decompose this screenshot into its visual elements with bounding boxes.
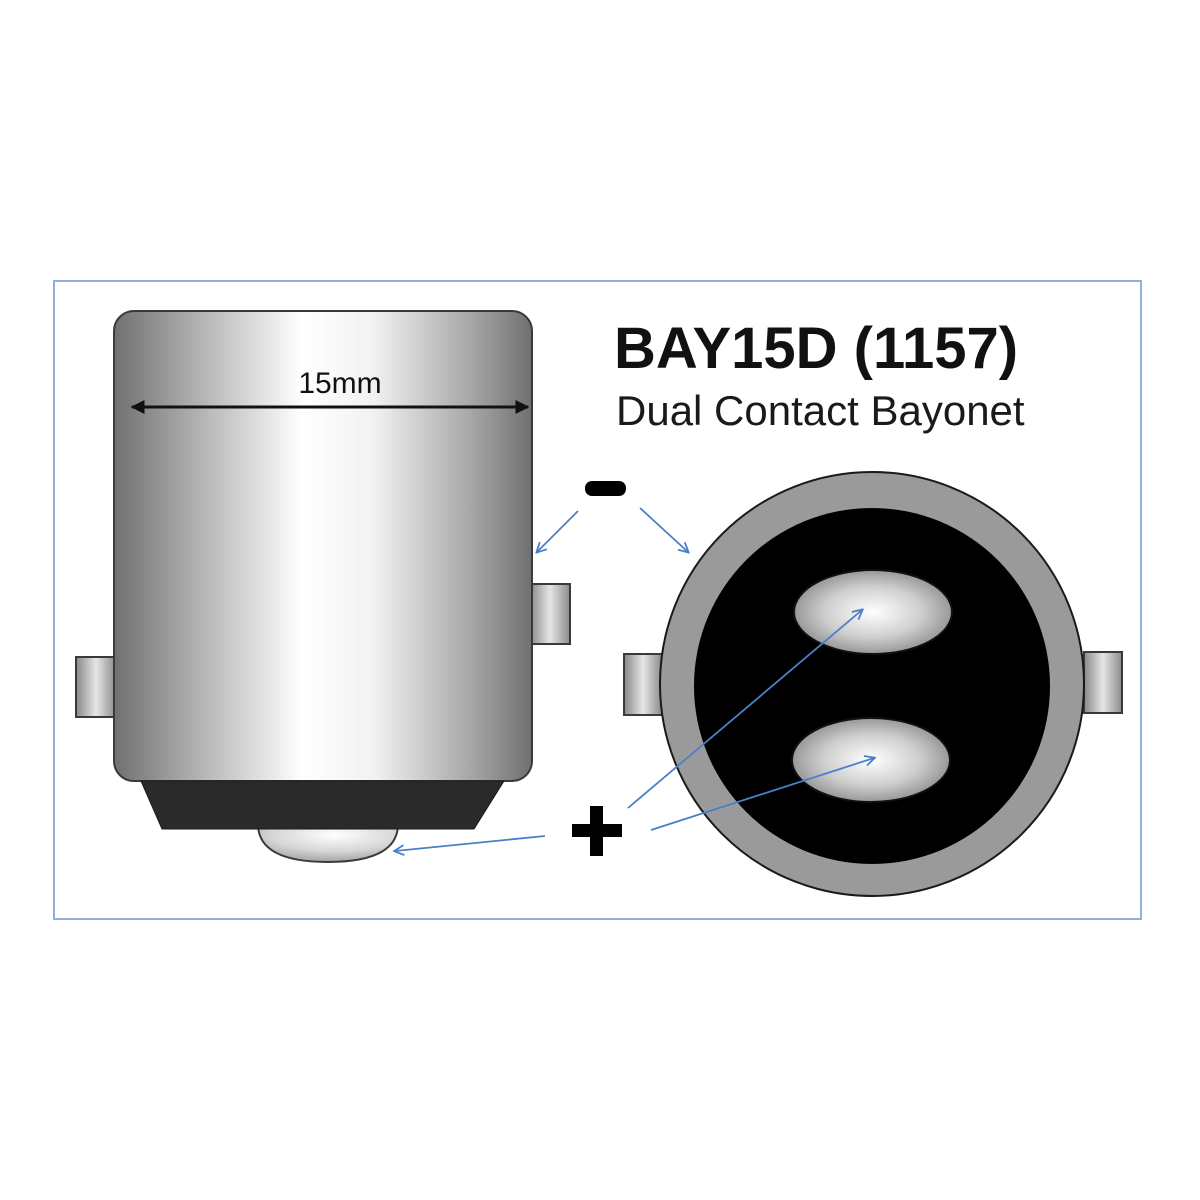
negative-label: -: [0, 0, 1, 1]
polarity-arrows: [395, 507, 874, 851]
end-insulator-face: [694, 508, 1050, 864]
end-pin-right: [1083, 651, 1123, 714]
arrow-negative-to-side: [537, 510, 579, 552]
contact-upper: [793, 569, 953, 655]
dimension-label: 15mm: [298, 367, 381, 400]
base-insulator: [140, 780, 505, 830]
bottom-contact-dome: [256, 825, 400, 864]
end-pin-left: [623, 653, 663, 716]
diagram-subtitle: Dual Contact Bayonet: [616, 387, 1025, 434]
arrow-positive-to-dome: [395, 835, 546, 851]
positive-label: +: [0, 0, 1, 1]
arrow-positive-to-lower-contact: [650, 758, 874, 831]
contact-lower: [791, 717, 951, 803]
arrow-negative-to-end: [639, 507, 688, 552]
diagram-title: BAY15D (1157): [614, 316, 1018, 381]
side-pin-right: [529, 583, 571, 645]
side-view: 15mm: [75, 310, 571, 864]
arrow-positive-to-upper-contact: [627, 610, 862, 809]
end-view: [623, 471, 1123, 897]
negative-symbol: [585, 481, 626, 496]
side-pin-left: [75, 656, 117, 718]
positive-symbol: [572, 806, 622, 856]
